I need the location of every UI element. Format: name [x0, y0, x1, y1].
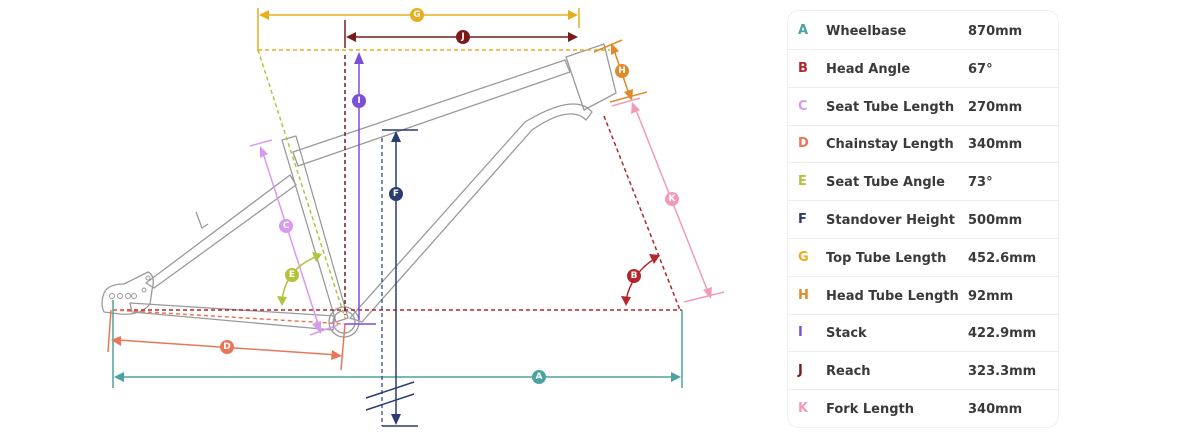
svg-text:A: A [536, 372, 543, 382]
row-divider [788, 313, 1058, 315]
label-f: F [389, 187, 403, 201]
geometry-row-name: Standover Height [826, 213, 955, 228]
frame-geometry-diagram: A B C D E F G H I J K [101, 8, 725, 427]
row-divider [788, 124, 1058, 126]
row-divider [788, 275, 1058, 277]
label-b: B [627, 269, 641, 283]
dimension-b-head-angle [621, 254, 660, 306]
dimension-e-seat-angle [277, 252, 322, 306]
row-divider [788, 389, 1058, 391]
svg-text:K: K [669, 194, 677, 204]
geometry-row-value: 452.6mm [968, 250, 1037, 266]
geometry-row-value: 92mm [968, 288, 1014, 304]
geometry-row-name: Top Tube Length [826, 250, 947, 266]
steering-axis-line [603, 115, 681, 311]
label-h: H [615, 64, 629, 78]
geometry-row: B Head Angle 67° [788, 51, 1058, 88]
geometry-row-value: 340mm [968, 137, 1023, 153]
label-c: C [279, 219, 293, 233]
geometry-row-letter: D [798, 136, 809, 152]
geometry-row-name: Seat Tube Angle [826, 175, 945, 191]
bike-frame [101, 43, 617, 338]
seat-tube-angle-line [257, 49, 346, 319]
geometry-row-value: 340mm [968, 402, 1023, 417]
geometry-row-name: Wheelbase [826, 24, 907, 39]
geometry-row-letter: I [798, 325, 803, 341]
dimension-f-standover [365, 129, 418, 427]
geometry-row-letter: K [798, 401, 809, 416]
geometry-row-name: Chainstay Length [826, 137, 954, 153]
dropout-holes [109, 275, 151, 299]
geometry-row-letter: C [798, 98, 808, 114]
label-i: I [352, 94, 366, 108]
geometry-row-value: 323.3mm [968, 364, 1037, 380]
geometry-row: E Seat Tube Angle 73° [788, 164, 1058, 202]
geometry-row-value: 73° [968, 175, 993, 191]
dimension-h-head-tube [593, 39, 648, 103]
geometry-row-value: 270mm [968, 99, 1023, 115]
svg-text:F: F [393, 189, 399, 199]
geometry-row: H Head Tube Length 92mm [788, 278, 1058, 315]
svg-text:J: J [460, 32, 464, 42]
geometry-row: D Chainstay Length 340mm [788, 126, 1058, 164]
dimension-i-stack [345, 52, 376, 325]
geometry-row-name: Seat Tube Length [826, 99, 955, 115]
label-j: J [456, 30, 470, 44]
dimension-c-seat-tube [249, 139, 339, 336]
geometry-row: J Reach 323.3mm [788, 353, 1058, 391]
geometry-row-value: 870mm [968, 24, 1023, 39]
geometry-row-letter: J [798, 363, 803, 379]
geometry-row: F Standover Height 500mm [788, 202, 1058, 239]
geometry-row: K Fork Length 340mm [788, 391, 1058, 427]
dimension-d-chainstay [107, 309, 346, 371]
geometry-row: G Top Tube Length 452.6mm [788, 240, 1058, 277]
geometry-row-value: 67° [968, 61, 993, 77]
geometry-row-letter: H [798, 287, 809, 303]
row-divider [788, 86, 1058, 88]
svg-text:G: G [413, 10, 420, 20]
svg-text:D: D [223, 342, 230, 352]
geometry-row-name: Stack [826, 326, 867, 342]
label-e: E [285, 268, 299, 282]
geometry-row-name: Head Angle [826, 61, 911, 77]
geometry-row-letter: B [798, 60, 808, 76]
label-d: D [220, 340, 234, 354]
row-divider [788, 200, 1058, 202]
geometry-row-letter: F [798, 212, 807, 227]
geometry-row-name: Reach [826, 364, 871, 380]
geometry-row: I Stack 422.9mm [788, 315, 1058, 353]
row-divider [788, 162, 1058, 164]
geometry-row-letter: E [798, 174, 807, 190]
dimension-a-wheelbase [112, 300, 683, 388]
svg-text:C: C [283, 221, 290, 231]
geometry-row-value: 500mm [968, 213, 1023, 228]
svg-text:I: I [357, 96, 360, 106]
chainstay-dashed-line [112, 309, 346, 325]
geometry-row-value: 422.9mm [968, 326, 1037, 342]
svg-text:B: B [631, 271, 638, 281]
geometry-row-letter: G [798, 249, 809, 265]
row-divider [788, 49, 1058, 50]
geometry-row: C Seat Tube Length 270mm [788, 89, 1058, 126]
label-k: K [665, 192, 679, 206]
geometry-row-letter: A [798, 23, 809, 38]
row-divider [788, 351, 1058, 353]
geometry-row-name: Head Tube Length [826, 288, 959, 304]
geometry-row-name: Fork Length [826, 402, 914, 417]
svg-text:E: E [289, 270, 295, 280]
svg-text:H: H [618, 66, 626, 76]
label-g: G [410, 8, 424, 22]
label-a: A [532, 370, 546, 384]
geometry-row: A Wheelbase 870mm [788, 13, 1058, 50]
row-divider [788, 238, 1058, 239]
